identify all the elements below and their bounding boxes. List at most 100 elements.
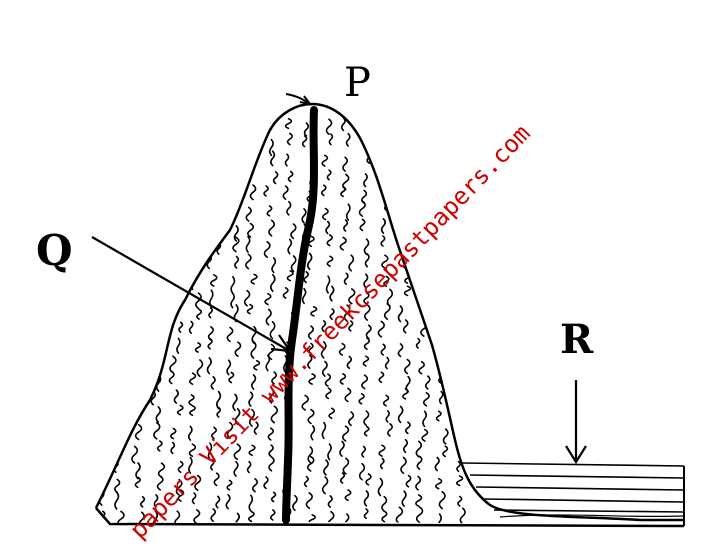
texture-squiggle [267,206,271,216]
texture-squiggle [387,119,392,132]
texture-squiggle [458,136,464,149]
texture-squiggle [265,294,271,305]
texture-squiggle [170,184,176,200]
texture-squiggle [382,511,387,521]
texture-squiggle [196,190,202,204]
texture-squiggle [386,411,389,422]
texture-squiggle [453,354,458,366]
texture-squiggle [416,441,421,456]
texture-squiggle [426,376,430,389]
texture-squiggle [188,173,194,187]
texture-squiggle [120,341,124,357]
texture-squiggle [211,275,217,286]
texture-squiggle [272,258,275,273]
texture-squiggle [423,411,426,426]
texture-squiggle [271,151,275,165]
texture-squiggle [177,170,181,180]
texture-squiggle [424,393,429,406]
texture-squiggle [344,220,348,231]
texture-squiggle [175,270,179,279]
texture-squiggle [170,356,176,372]
texture-squiggle [418,271,421,286]
texture-squiggle [406,476,410,487]
texture-squiggle [330,286,334,300]
texture-squiggle [150,323,155,333]
texture-squiggle [442,273,448,290]
texture-squiggle [246,254,251,268]
texture-squiggle [264,186,268,196]
texture-squiggle [345,490,350,500]
texture-squiggle [387,170,391,181]
texture-squiggle [247,124,251,137]
texture-squiggle [404,440,408,453]
texture-squiggle [245,291,250,306]
texture-squiggle [171,259,177,273]
texture-squiggle [98,481,102,491]
texture-squiggle [96,274,101,287]
texture-squiggle [153,286,159,297]
texture-squiggle [359,119,364,133]
texture-squiggle [384,395,389,405]
texture-squiggle [419,150,424,159]
texture-squiggle [114,136,119,150]
texture-squiggle [457,270,463,280]
texture-squiggle [366,325,371,338]
texture-squiggle [422,430,427,441]
texture-squiggle [97,253,102,267]
texture-squiggle [379,445,385,456]
texture-squiggle [138,390,143,404]
texture-squiggle [385,304,390,319]
texture-squiggle [388,424,392,436]
texture-squiggle [341,473,345,483]
texture-squiggle [235,257,239,268]
texture-squiggle [323,477,328,494]
texture-squiggle [254,361,260,370]
texture-squiggle [326,388,331,398]
texture-squiggle [117,259,121,269]
texture-squiggle [436,479,442,489]
texture-squiggle [270,140,273,156]
texture-squiggle [421,188,427,201]
texture-squiggle [443,252,447,265]
texture-squiggle [209,204,214,220]
texture-squiggle [154,205,159,214]
texture-squiggle [360,464,365,480]
texture-squiggle [175,117,180,130]
texture-squiggle [347,134,350,146]
texture-squiggle [386,358,389,369]
texture-squiggle [99,359,103,369]
texture-squiggle [252,375,256,389]
texture-squiggle [139,291,144,301]
texture-squiggle [101,441,107,451]
texture-squiggle [322,155,327,166]
texture-squiggle [347,357,351,369]
texture-squiggle [271,510,275,520]
texture-squiggle [458,497,462,506]
texture-squiggle [305,123,309,136]
texture-squiggle [154,156,160,171]
texture-squiggle [247,133,250,143]
texture-squiggle [209,327,214,340]
texture-squiggle [230,120,234,134]
texture-squiggle [100,462,105,474]
texture-squiggle [440,392,443,404]
texture-squiggle [283,186,288,199]
texture-squiggle [122,396,127,409]
texture-squiggle [406,422,410,433]
texture-squiggle [266,309,271,324]
texture-squiggle [360,201,366,216]
texture-squiggle [154,423,160,439]
texture-squiggle [287,202,291,215]
texture-squiggle [378,321,384,336]
texture-squiggle [444,429,448,444]
texture-squiggle [417,339,420,348]
texture-squiggle [189,116,195,133]
texture-squiggle [98,121,102,131]
texture-squiggle [234,462,238,476]
texture-squiggle [438,514,441,529]
texture-squiggle [460,219,465,235]
texture-squiggle [248,462,251,473]
texture-squiggle [360,219,365,230]
texture-squiggle [417,456,421,469]
